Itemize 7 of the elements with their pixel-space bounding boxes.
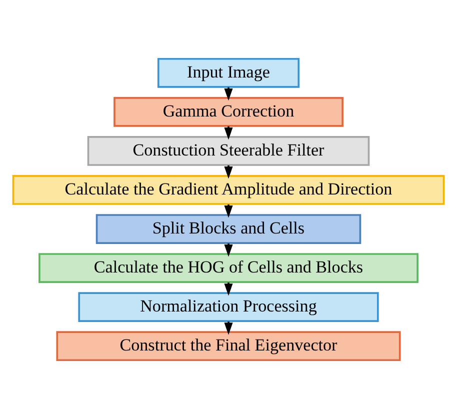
- node-box: Calculate the Gradient Amplitude and Direction: [12, 175, 445, 205]
- node-box: Calculate the HOG of Cells and Blocks: [38, 253, 418, 283]
- node-box: Split Blocks and Cells: [96, 214, 362, 244]
- node-box: Gamma Correction: [114, 97, 344, 127]
- node-box: Construct the Final Eigenvector: [56, 331, 401, 362]
- node-box: Input Image: [157, 58, 300, 88]
- node-box: Constuction Steerable Filter: [87, 136, 370, 166]
